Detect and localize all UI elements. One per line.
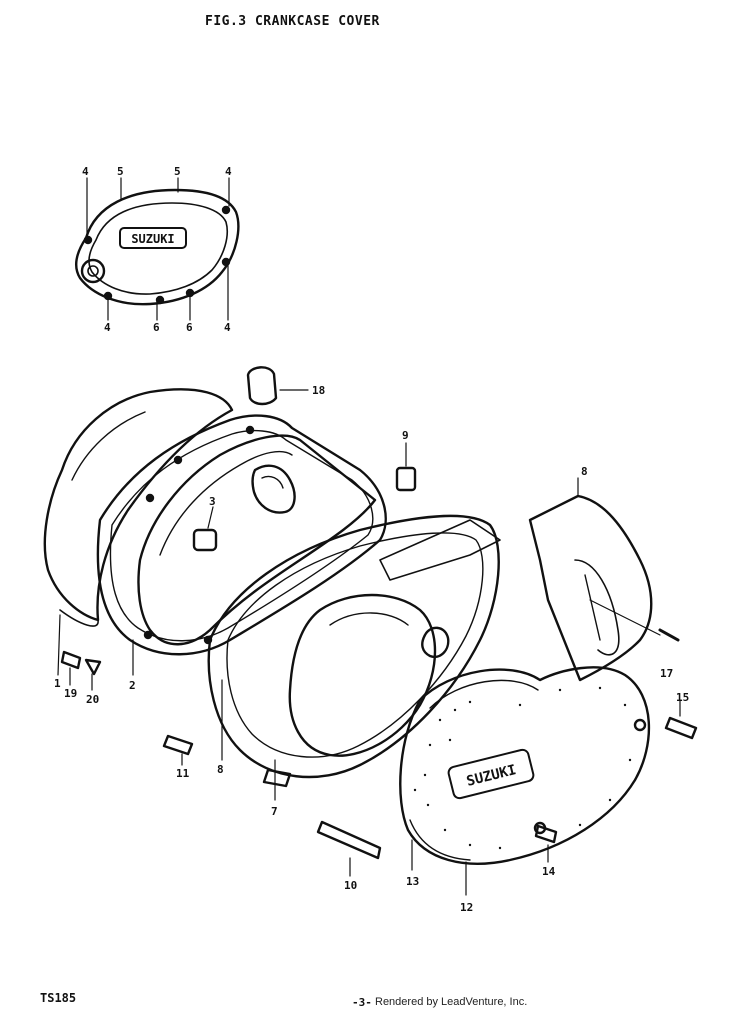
callout-3: 3 [209, 495, 216, 508]
callout-5: 5 [117, 165, 124, 178]
callout-1: 1 [54, 677, 61, 690]
inner-case-and-gasket-8 [207, 514, 501, 801]
callout-6: 6 [153, 321, 160, 334]
callout-14: 14 [542, 865, 556, 878]
render-credit: Rendered by LeadVenture, Inc. [375, 996, 528, 1008]
callout-19: 19 [64, 687, 78, 700]
model-code: TS185 [40, 991, 77, 1005]
callout-5: 5 [174, 165, 181, 178]
callout-18: 18 [312, 384, 326, 397]
part-1-outer-cover [43, 388, 234, 676]
callout-8: 8 [581, 465, 588, 478]
callout-15: 15 [676, 691, 690, 704]
callout-13: 13 [406, 875, 420, 888]
inset-clutch-cover: SUZUKI [75, 177, 240, 321]
inset-logo: SUZUKI [131, 232, 174, 246]
callout-11: 11 [176, 767, 190, 780]
callout-4: 4 [104, 321, 111, 334]
part-12-outer-clutch-cover: SUZUKI [399, 666, 651, 896]
bolts [60, 650, 698, 877]
callout-8: 8 [217, 763, 224, 776]
callout-17: 17 [660, 667, 674, 680]
callout-4: 4 [82, 165, 89, 178]
figure-title: FIG.3 CRANKCASE COVER [205, 14, 380, 29]
callout-9: 9 [402, 429, 409, 442]
page-number: -3- [352, 996, 372, 1009]
part-6-sprocket-cover [528, 477, 680, 682]
callout-7: 7 [271, 805, 278, 818]
callout-12: 12 [460, 901, 474, 914]
callout-10: 10 [344, 879, 358, 892]
stipple-texture [413, 686, 632, 850]
crankcase-cover-body [137, 366, 417, 646]
callout-4: 4 [224, 321, 231, 334]
part-2-gasket [96, 414, 387, 676]
callout-2: 2 [129, 679, 136, 692]
callout-4: 4 [225, 165, 232, 178]
callout-20: 20 [86, 693, 100, 706]
callout-6: 6 [186, 321, 193, 334]
